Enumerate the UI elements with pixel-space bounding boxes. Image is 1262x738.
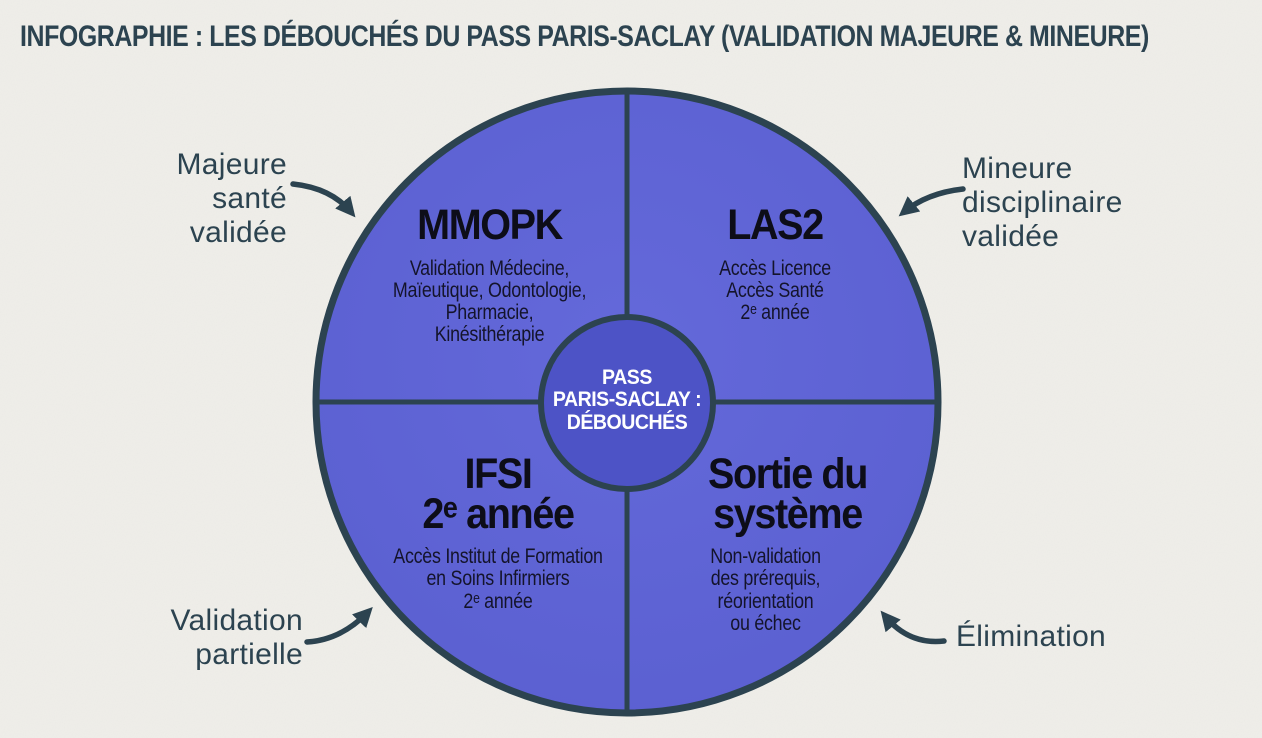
quadrant-sortie-description: Non-validation des prérequis, réorientat… (710, 545, 821, 635)
quadrant-mmopk-heading: MMOPK (417, 201, 563, 249)
curved-arrow-bottom-left-icon (304, 607, 373, 645)
quadrant-las2-description: Accès Licence Accès Santé 2ᵉ année (719, 256, 831, 325)
quadrant-sortie: Sortie du système Non-validation des pré… (600, 450, 975, 635)
quadrant-las2-heading: LAS2 (727, 201, 824, 249)
quadrant-mmopk-description: Validation Médecine, Maïeutique, Odontol… (392, 256, 587, 347)
quadrant-ifsi-description: Accès Institut de Formation en Soins Inf… (393, 545, 603, 613)
center-circle (538, 314, 716, 492)
callout-elimination: Élimination (956, 620, 1107, 653)
callout-mineure-disciplinaire-validee: Mineure disciplinaire validée (962, 152, 1123, 253)
callout-majeure-sante-validee: Majeure santé validée (176, 148, 287, 249)
callout-validation-partielle: Validation partielle (170, 604, 303, 671)
quadrant-ifsi: IFSI 2ᵉ année Accès Institut de Formatio… (330, 450, 666, 613)
quadrant-las2: LAS2 Accès Licence Accès Santé 2ᵉ année (600, 201, 950, 325)
curved-arrow-bottom-right-icon (880, 610, 947, 645)
quadrant-mmopk: MMOPK Validation Médecine, Maïeutique, O… (317, 201, 662, 347)
page-title: INFOGRAPHIE : LES DÉBOUCHÉS DU PASS PARI… (20, 20, 1149, 53)
curved-arrow-top-right-icon (898, 186, 966, 217)
quadrant-sortie-heading: Sortie du système (707, 450, 868, 538)
center-hub-label: PASS PARIS-SACLAY : DÉBOUCHÉS (552, 366, 702, 434)
quadrant-ifsi-heading: IFSI 2ᵉ année (422, 450, 575, 538)
curved-arrow-top-left-icon (290, 181, 356, 218)
